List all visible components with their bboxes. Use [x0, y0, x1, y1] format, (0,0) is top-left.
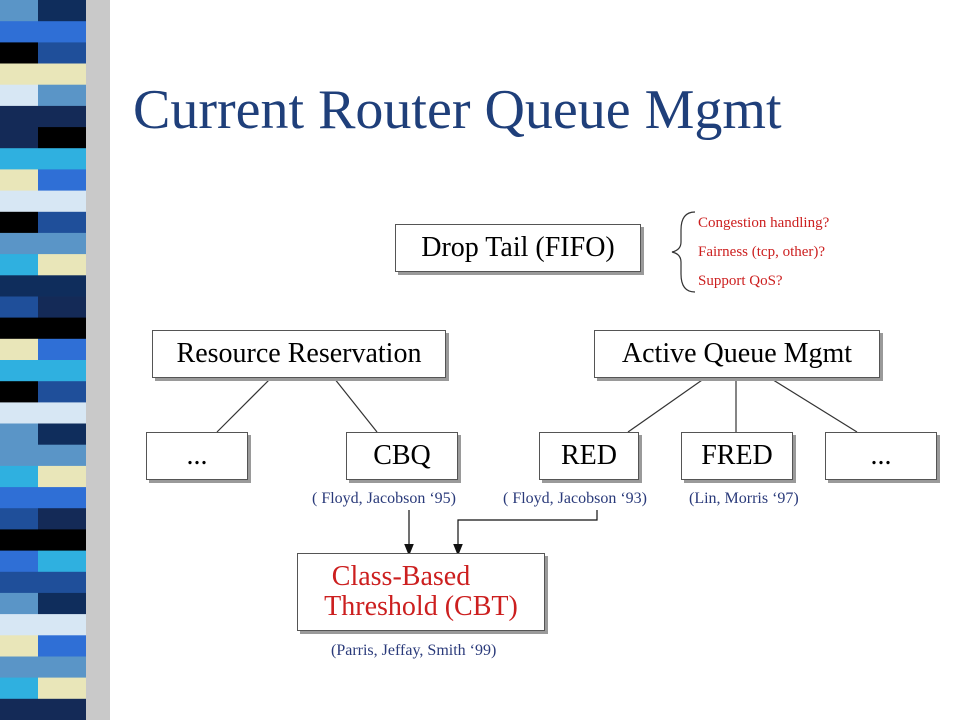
- resource-reservation-box: Resource Reservation: [152, 330, 446, 378]
- citation-fred: (Lin, Morris ‘97): [689, 490, 799, 507]
- question-fairness: Fairness (tcp, other)?: [698, 244, 826, 260]
- aqm-more-label: ...: [870, 440, 892, 471]
- drop-tail-box: Drop Tail (FIFO): [395, 224, 641, 272]
- slide-title: Current Router Queue Mgmt: [133, 79, 782, 141]
- red-box: RED: [539, 432, 639, 480]
- question-congestion: Congestion handling?: [698, 215, 830, 231]
- cbq-box: CBQ: [346, 432, 458, 480]
- citation-cbq: ( Floyd, Jacobson ‘95): [312, 490, 456, 507]
- active-queue-mgmt-box: Active Queue Mgmt: [594, 330, 880, 378]
- drop-tail-label: Drop Tail (FIFO): [421, 232, 615, 263]
- cbt-label-line1: Class-Based: [331, 561, 471, 592]
- rr-more-label: ...: [186, 440, 208, 471]
- cbt-label-line2: Threshold (CBT): [324, 591, 518, 622]
- question-qos: Support QoS?: [698, 273, 783, 289]
- resource-reservation-label: Resource Reservation: [176, 338, 422, 369]
- red-label: RED: [561, 440, 617, 471]
- fred-label: FRED: [701, 440, 773, 471]
- decorative-stripe: [0, 0, 110, 720]
- citation-red: ( Floyd, Jacobson ‘93): [503, 490, 647, 507]
- cbq-label: CBQ: [373, 440, 431, 471]
- citation-cbt: (Parris, Jeffay, Smith ‘99): [331, 642, 497, 659]
- active-queue-mgmt-label: Active Queue Mgmt: [621, 338, 853, 369]
- fred-box: FRED: [681, 432, 793, 480]
- rr-more-box: ...: [146, 432, 248, 480]
- aqm-more-box: ...: [825, 432, 937, 480]
- cbt-box: Class-Based Threshold (CBT): [297, 553, 545, 631]
